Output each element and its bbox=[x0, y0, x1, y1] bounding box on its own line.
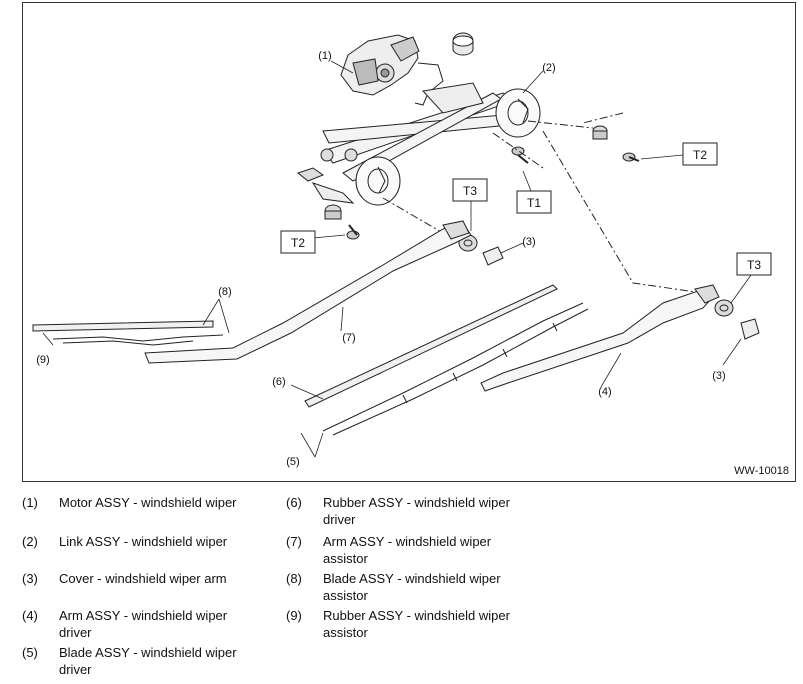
legend-item: (5) Blade ASSY - windshield wiper driver bbox=[22, 644, 282, 678]
legend-text: Link ASSY - windshield wiper bbox=[59, 534, 228, 549]
motor-assy bbox=[340, 32, 474, 106]
torque-tag-t2-right bbox=[682, 142, 718, 166]
legend-text-cont: driver bbox=[323, 512, 356, 527]
legend-text-cont: driver bbox=[59, 625, 92, 640]
legend-number: (1) bbox=[22, 495, 38, 510]
callout-8: (8) bbox=[218, 286, 231, 298]
diagram-drawing: T2 T1 T3 T2 T3 (1) (2) (3) (3) (4) (5) (… bbox=[32, 32, 772, 468]
figure-id: WW-10018 bbox=[734, 465, 789, 477]
legend-text: Cover - windshield wiper arm bbox=[59, 571, 227, 586]
legend-number: (3) bbox=[22, 571, 38, 586]
exploded-diagram: T2 T1 T3 T2 T3 (1) (2) (3) (3) (4) (5) (… bbox=[22, 2, 796, 482]
torque-tag-t2-left bbox=[280, 230, 316, 254]
legend-number: (9) bbox=[286, 608, 302, 623]
callout-4: (4) bbox=[598, 386, 611, 398]
legend-number: (7) bbox=[286, 534, 302, 549]
callout-3b: (3) bbox=[712, 370, 725, 382]
legend-text: Blade ASSY - windshield wiper bbox=[323, 571, 501, 586]
legend-item: (9) Rubber ASSY - windshield wiper assis… bbox=[286, 607, 546, 641]
callout-9: (9) bbox=[36, 354, 49, 366]
callout-7: (7) bbox=[342, 332, 355, 344]
torque-tags bbox=[280, 142, 772, 276]
legend-text-cont: assistor bbox=[323, 625, 368, 640]
torque-tag-label: T3 bbox=[747, 258, 761, 272]
legend-number: (6) bbox=[286, 495, 302, 510]
torque-tag-t1 bbox=[516, 190, 552, 214]
arm-assistor bbox=[144, 220, 472, 364]
legend-number: (8) bbox=[286, 571, 302, 586]
legend-number: (5) bbox=[22, 645, 38, 660]
blade-assistor bbox=[32, 320, 224, 346]
legend-item: (8) Blade ASSY - windshield wiper assist… bbox=[286, 570, 546, 604]
legend-text: Arm ASSY - windshield wiper bbox=[323, 534, 492, 549]
torque-tag-label: T2 bbox=[291, 236, 305, 250]
legend-text: Arm ASSY - windshield wiper bbox=[59, 608, 228, 623]
legend-text: Rubber ASSY - windshield wiper bbox=[323, 608, 510, 623]
torque-tag-t3-left bbox=[452, 178, 488, 202]
legend-text: Blade ASSY - windshield wiper bbox=[59, 645, 237, 660]
callout-1: (1) bbox=[318, 50, 331, 62]
legend-text: Motor ASSY - windshield wiper bbox=[59, 495, 237, 510]
legend-item: (6) Rubber ASSY - windshield wiper drive… bbox=[286, 494, 546, 528]
fasteners bbox=[324, 125, 760, 340]
callout-5: (5) bbox=[286, 456, 299, 468]
legend-text-cont: driver bbox=[59, 662, 92, 677]
legend-text-cont: assistor bbox=[323, 551, 368, 566]
torque-tag-label: T3 bbox=[463, 184, 477, 198]
legend-number: (2) bbox=[22, 534, 38, 549]
link-assy bbox=[296, 82, 541, 206]
legend-text-cont: assistor bbox=[323, 588, 368, 603]
blade-driver bbox=[304, 284, 589, 436]
legend-text: Rubber ASSY - windshield wiper bbox=[323, 495, 510, 510]
callout-3: (3) bbox=[522, 236, 535, 248]
torque-tag-label: T1 bbox=[527, 196, 541, 210]
torque-tag-label: T2 bbox=[693, 148, 707, 162]
callout-6: (6) bbox=[272, 376, 285, 388]
arm-driver bbox=[480, 284, 720, 392]
torque-tag-t3-right bbox=[736, 252, 772, 276]
legend-item: (7) Arm ASSY - windshield wiper assistor bbox=[286, 533, 546, 567]
legend-item: (4) Arm ASSY - windshield wiper driver bbox=[22, 607, 282, 641]
legend-number: (4) bbox=[22, 608, 38, 623]
callout-2: (2) bbox=[542, 62, 555, 74]
